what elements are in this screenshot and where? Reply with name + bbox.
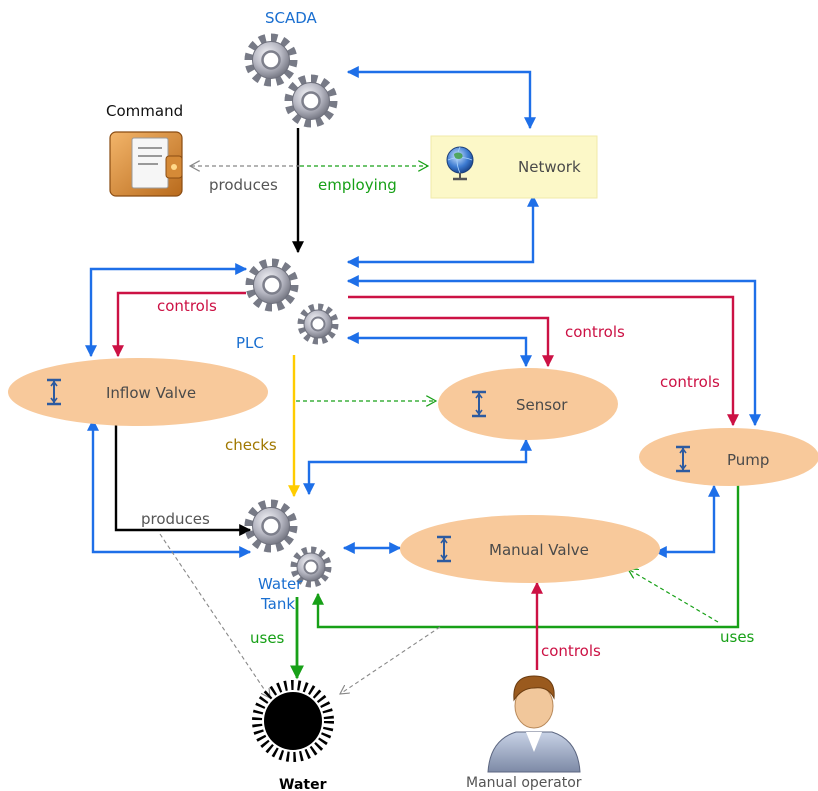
employing-label: employing: [318, 176, 397, 194]
checks-label: checks: [225, 436, 277, 454]
manual-valve-label: Manual Valve: [489, 541, 589, 559]
edge-uses-manual-dashed: [628, 569, 719, 623]
edge-labels: produces employing controls controls con…: [141, 174, 755, 660]
edge-uses-water-dashed: [340, 626, 441, 694]
wallet-icon[interactable]: [109, 131, 183, 197]
plc-gear-icon[interactable]: [250, 263, 335, 341]
network-label: Network: [518, 158, 581, 176]
edge-pump-uses-tank: [312, 484, 740, 629]
edge-produces-water-dashed: [159, 533, 270, 698]
controls-manual-label: controls: [541, 642, 601, 660]
inflow-valve-label: Inflow Valve: [106, 384, 196, 402]
inflow-valve-node[interactable]: [8, 358, 268, 426]
produces-tank-label: produces: [141, 510, 210, 528]
edge-plc-controls-pump: [348, 295, 739, 427]
scada-gear-icon[interactable]: [249, 38, 333, 123]
pump-label: Pump: [727, 451, 769, 469]
plc-label: PLC: [236, 334, 264, 352]
edge-plc-sensor: [346, 332, 532, 368]
uses-pump-label: uses: [720, 628, 755, 646]
controls-pump-label: controls: [660, 373, 720, 391]
person-icon[interactable]: [487, 675, 581, 773]
manual-operator-label: Manual operator: [466, 775, 582, 791]
scada-label: SCADA: [265, 9, 318, 27]
water-icon[interactable]: [252, 680, 334, 762]
sensor-label: Sensor: [516, 396, 568, 414]
water-label: Water: [279, 777, 327, 791]
edge-plc-inflow: [85, 263, 248, 358]
manual-valve-node[interactable]: [400, 515, 660, 583]
water-tank-gear-icon[interactable]: [249, 504, 328, 584]
edge-plc-pump: [346, 275, 761, 427]
edge-sensor-tank: [303, 438, 532, 496]
edge-plc-controls-sensor: [348, 316, 554, 368]
edge-plc-network: [346, 194, 539, 268]
edge-inflow-tank: [87, 418, 252, 558]
uses-water-label: uses: [250, 629, 285, 647]
command-label: Command: [106, 102, 183, 120]
water-tank-label-line2: Tank: [260, 595, 295, 613]
edge-manual-pump: [654, 484, 720, 558]
controls-inflow-label: controls: [157, 297, 217, 315]
produces-command-label: produces: [209, 176, 278, 194]
globe-icon: [446, 146, 474, 181]
sensor-node[interactable]: [438, 368, 618, 440]
water-tank-label-line1: Water: [258, 575, 303, 593]
edge-scada-network: [346, 66, 536, 130]
edge-plc-controls-inflow: [112, 291, 246, 358]
edges: [85, 66, 761, 698]
controls-sensor-label: controls: [565, 323, 625, 341]
